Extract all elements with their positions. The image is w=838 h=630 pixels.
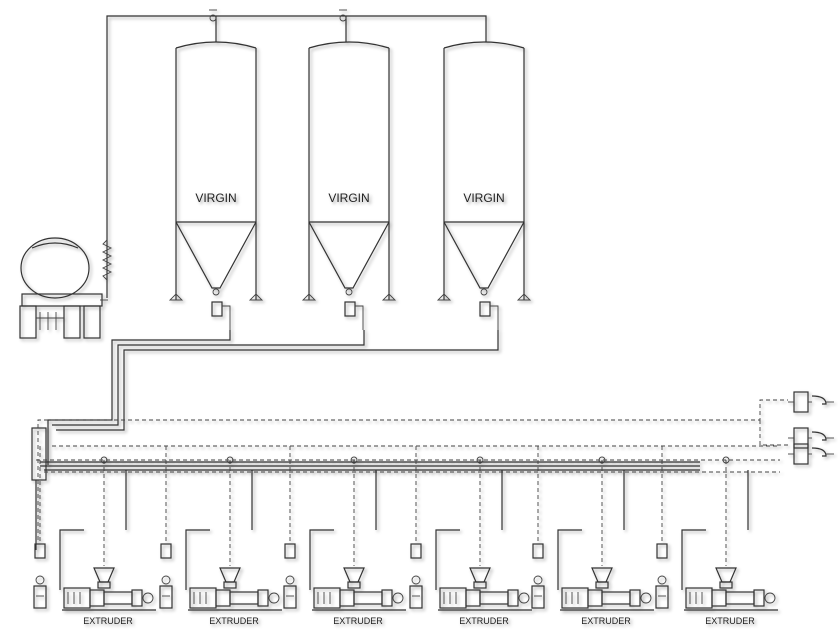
extruder-label: EXTRUDER — [209, 616, 259, 626]
blower-2 — [788, 427, 834, 449]
fill-line — [101, 9, 487, 298]
silo-2: VIRGIN — [301, 41, 397, 330]
silo-label: VIRGIN — [463, 191, 504, 205]
extruder-station-2: EXTRUDER — [159, 446, 282, 626]
extruder-station-6: EXTRUDER — [655, 446, 778, 626]
conveying-lines — [31, 330, 788, 550]
extruder-station-1: EXTRUDER — [33, 446, 156, 626]
extruder-label: EXTRUDER — [333, 616, 383, 626]
tanker-truck — [19, 237, 108, 339]
silo-label: VIRGIN — [195, 191, 236, 205]
silo-1: VIRGIN — [168, 41, 264, 330]
extruder-label: EXTRUDER — [459, 616, 509, 626]
extruder-station-4: EXTRUDER — [409, 446, 532, 626]
blower-3 — [788, 443, 834, 465]
extruder-label: EXTRUDER — [581, 616, 631, 626]
extruder-label: EXTRUDER — [705, 616, 755, 626]
silo-label: VIRGIN — [328, 191, 369, 205]
extruder-station-5: EXTRUDER — [531, 446, 654, 626]
silo-3: VIRGIN — [436, 41, 532, 330]
extruder-label: EXTRUDER — [83, 616, 133, 626]
extruder-station-3: EXTRUDER — [283, 446, 406, 626]
blower-1 — [788, 391, 834, 413]
